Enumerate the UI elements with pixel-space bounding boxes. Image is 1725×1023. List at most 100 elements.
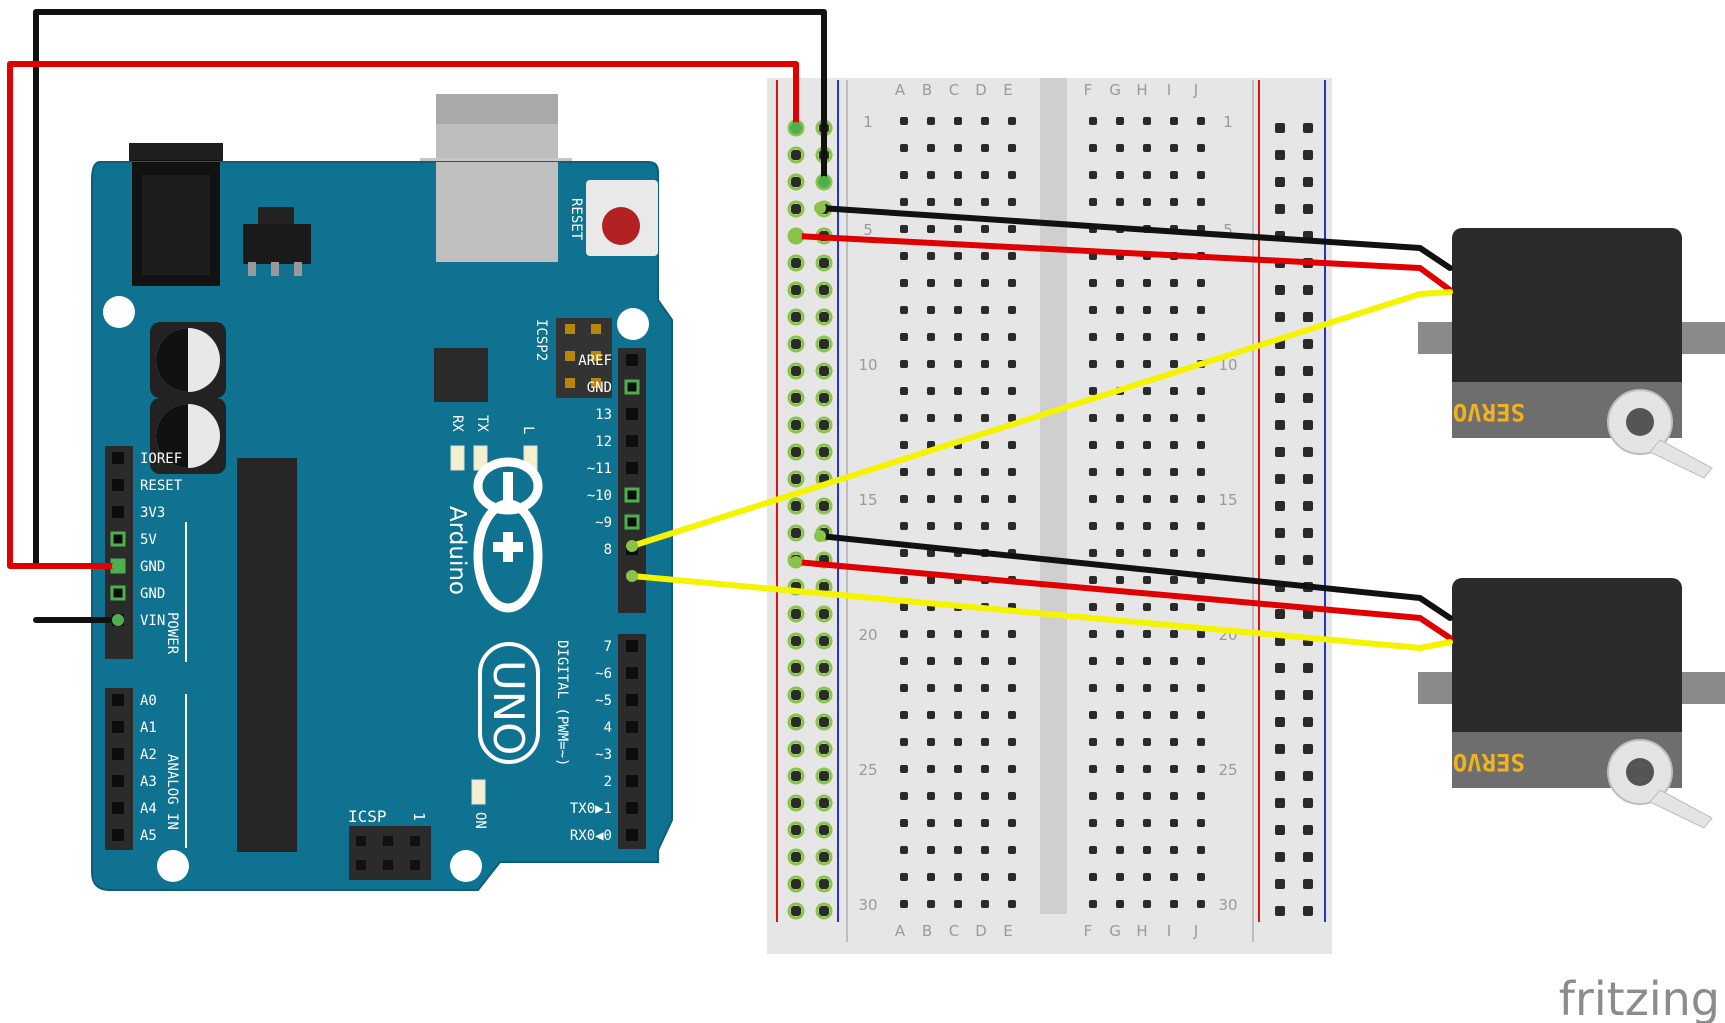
header-pin-connected bbox=[624, 379, 640, 395]
header-pin[interactable] bbox=[112, 721, 124, 733]
wire-signal-servo-2[interactable] bbox=[629, 573, 1453, 651]
column-label: B bbox=[922, 922, 932, 940]
on-label: ON bbox=[472, 812, 488, 829]
digital-header-label: DIGITAL (PWM=~) bbox=[554, 640, 570, 766]
header-pin[interactable] bbox=[112, 452, 124, 464]
header-pin[interactable] bbox=[112, 775, 124, 787]
pin-label: A1 bbox=[140, 720, 157, 736]
led-on bbox=[471, 779, 486, 805]
voltage-regulator bbox=[243, 224, 311, 264]
rail-hole bbox=[819, 582, 829, 592]
rail-hole bbox=[791, 177, 801, 187]
led-tx-label: TX bbox=[474, 415, 490, 432]
rail-hole bbox=[791, 393, 801, 403]
rail-hole bbox=[1303, 447, 1313, 457]
wire-power-servo-2[interactable] bbox=[793, 559, 1453, 641]
rail-hole-connected bbox=[815, 686, 833, 704]
rail-hole-connected bbox=[815, 821, 833, 839]
header-pin[interactable] bbox=[112, 506, 124, 518]
rail-hole bbox=[791, 366, 801, 376]
fritzing-watermark: fritzing bbox=[1559, 972, 1720, 1023]
row-label: 10 bbox=[1218, 356, 1237, 374]
rail-hole-connected bbox=[787, 902, 805, 920]
rail-hole-connected bbox=[787, 848, 805, 866]
wire-power-servo-1[interactable] bbox=[793, 233, 1453, 293]
rail-hole-connected bbox=[815, 335, 833, 353]
mounting-hole bbox=[450, 850, 482, 882]
header-pin[interactable] bbox=[626, 802, 638, 814]
rail-hole-connected bbox=[815, 875, 833, 893]
rail-hole bbox=[1275, 690, 1285, 700]
rail-hole bbox=[1303, 501, 1313, 511]
header-pin[interactable] bbox=[626, 354, 638, 366]
header-pin[interactable] bbox=[112, 587, 124, 599]
rail-hole bbox=[791, 420, 801, 430]
rail-hole bbox=[1275, 393, 1285, 403]
header-pin[interactable] bbox=[626, 721, 638, 733]
header-pin[interactable] bbox=[626, 381, 638, 393]
rail-hole bbox=[791, 744, 801, 754]
rail-hole bbox=[1303, 393, 1313, 403]
header-pin[interactable] bbox=[626, 667, 638, 679]
header-pin[interactable] bbox=[626, 489, 638, 501]
regulator-leg bbox=[248, 262, 256, 276]
row-label: 1 bbox=[863, 113, 873, 131]
capacitor bbox=[150, 398, 226, 474]
rail-hole-connected bbox=[787, 794, 805, 812]
rail-hole-connected bbox=[815, 443, 833, 461]
rail-hole-connected bbox=[815, 362, 833, 380]
header-pin[interactable] bbox=[626, 516, 638, 528]
header-pin[interactable] bbox=[626, 829, 638, 841]
header-pin[interactable] bbox=[626, 462, 638, 474]
led-rx bbox=[450, 445, 465, 471]
atmega-chip bbox=[237, 458, 297, 852]
rail-hole bbox=[1275, 663, 1285, 673]
rail-hole bbox=[1275, 150, 1285, 160]
row-label: 15 bbox=[858, 491, 877, 509]
header-pin[interactable] bbox=[112, 694, 124, 706]
rail-hole bbox=[1303, 771, 1313, 781]
wire-power-arduino[interactable] bbox=[7, 61, 799, 569]
column-label: D bbox=[975, 81, 987, 99]
header-pin[interactable] bbox=[112, 748, 124, 760]
pin-label: 5V bbox=[140, 532, 157, 548]
rail-hole bbox=[1275, 312, 1285, 322]
column-label: G bbox=[1109, 81, 1121, 99]
wire-ground-servo-1[interactable] bbox=[817, 205, 1453, 271]
center-trench bbox=[1040, 78, 1067, 914]
icsp-label: ICSP bbox=[348, 807, 387, 826]
header-pin[interactable] bbox=[626, 435, 638, 447]
pin-label: TX0▶1 bbox=[570, 801, 612, 817]
header-pin[interactable] bbox=[626, 640, 638, 652]
usb-connector-body bbox=[436, 162, 558, 262]
wire-ground-servo-2[interactable] bbox=[817, 533, 1453, 621]
digital-header-bottom bbox=[618, 634, 646, 849]
rail-hole bbox=[819, 420, 829, 430]
wire-endpoint bbox=[626, 540, 638, 552]
wire-signal-servo-1[interactable] bbox=[629, 289, 1453, 549]
rail-hole bbox=[791, 771, 801, 781]
mounting-hole bbox=[157, 850, 189, 882]
header-pin[interactable] bbox=[626, 694, 638, 706]
header-pin[interactable] bbox=[626, 408, 638, 420]
header-pin[interactable] bbox=[112, 802, 124, 814]
pin-label: 12 bbox=[595, 434, 612, 450]
pin-label: A4 bbox=[140, 801, 157, 817]
row-label: 15 bbox=[1218, 491, 1237, 509]
reset-button[interactable] bbox=[602, 207, 640, 245]
rail-hole bbox=[791, 474, 801, 484]
header-pin[interactable] bbox=[626, 748, 638, 760]
rail-hole bbox=[791, 528, 801, 538]
header-pin[interactable] bbox=[112, 829, 124, 841]
rail-hole bbox=[1303, 528, 1313, 538]
pin-label: 3V3 bbox=[140, 505, 165, 521]
header-pin[interactable] bbox=[626, 775, 638, 787]
wire-ground-arduino[interactable] bbox=[33, 9, 827, 569]
header-pin[interactable] bbox=[112, 479, 124, 491]
rail-hole bbox=[1275, 609, 1285, 619]
header-pin[interactable] bbox=[112, 533, 124, 545]
rail-hole bbox=[1275, 366, 1285, 376]
rail-hole bbox=[819, 393, 829, 403]
rail-hole bbox=[791, 825, 801, 835]
rail-hole bbox=[1303, 177, 1313, 187]
